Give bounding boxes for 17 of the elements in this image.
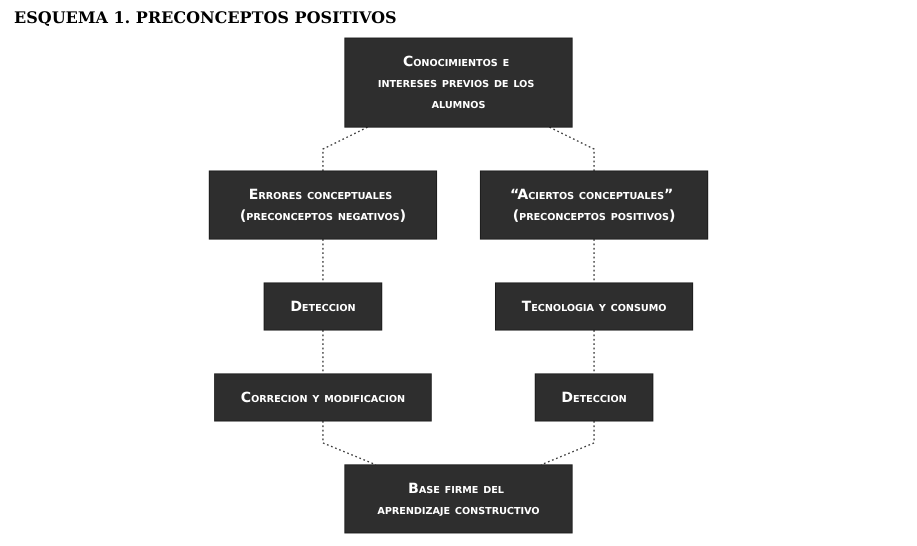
connector — [322, 239, 324, 283]
connector — [593, 330, 595, 374]
node-box: Deteccion — [264, 282, 382, 331]
node-box: Deteccion — [534, 373, 654, 422]
node-box: “Aciertos conceptuales” (preconceptos positivos) — [480, 170, 708, 240]
node-box: Base firme del aprendizaje constructivo — [344, 464, 573, 534]
connector — [322, 421, 376, 466]
connector — [322, 330, 324, 374]
diagram-title: ESQUEMA 1. PRECONCEPTOS POSITIVOS — [14, 8, 398, 27]
node-box: Correcion y modificacion — [214, 373, 432, 422]
connector — [540, 421, 595, 466]
connector — [593, 239, 595, 283]
node-box: Conocimientos e intereses previos de los alumnos — [344, 38, 573, 128]
node-box: Errores conceptuales (preconceptos negativos) — [208, 170, 438, 240]
connector — [549, 126, 595, 171]
node-box: Tecnologia y consumo — [494, 282, 694, 331]
connector — [322, 126, 368, 171]
